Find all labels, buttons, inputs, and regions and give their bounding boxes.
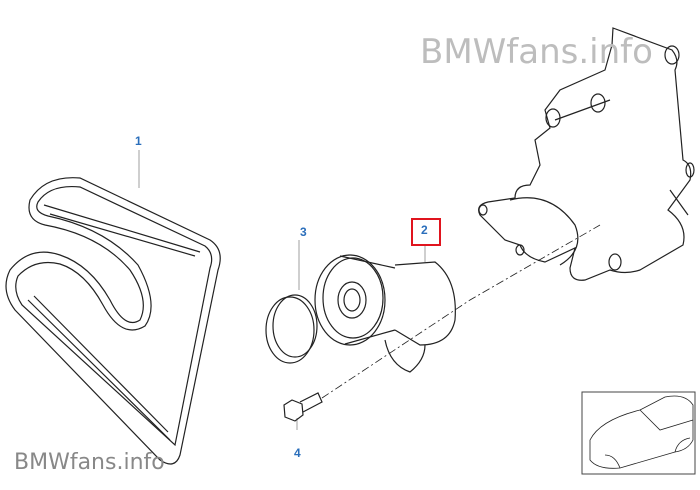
- part-label-1[interactable]: 1: [135, 134, 142, 148]
- housing-drawing: [478, 27, 695, 281]
- watermark-bottom: BMWfans.info: [14, 450, 165, 475]
- part-label-2[interactable]: 2: [421, 223, 428, 237]
- cap-drawing: [265, 294, 318, 364]
- v-belt-drawing: [5, 177, 221, 465]
- bolt-drawing: [283, 224, 601, 422]
- part-label-3[interactable]: 3: [300, 225, 307, 239]
- watermark-top: BMWfans.info: [420, 32, 653, 72]
- tensioner-drawing: [314, 254, 456, 373]
- part-label-4[interactable]: 4: [294, 446, 301, 460]
- highlight-box: [411, 218, 441, 246]
- car-thumbnail[interactable]: [581, 391, 696, 475]
